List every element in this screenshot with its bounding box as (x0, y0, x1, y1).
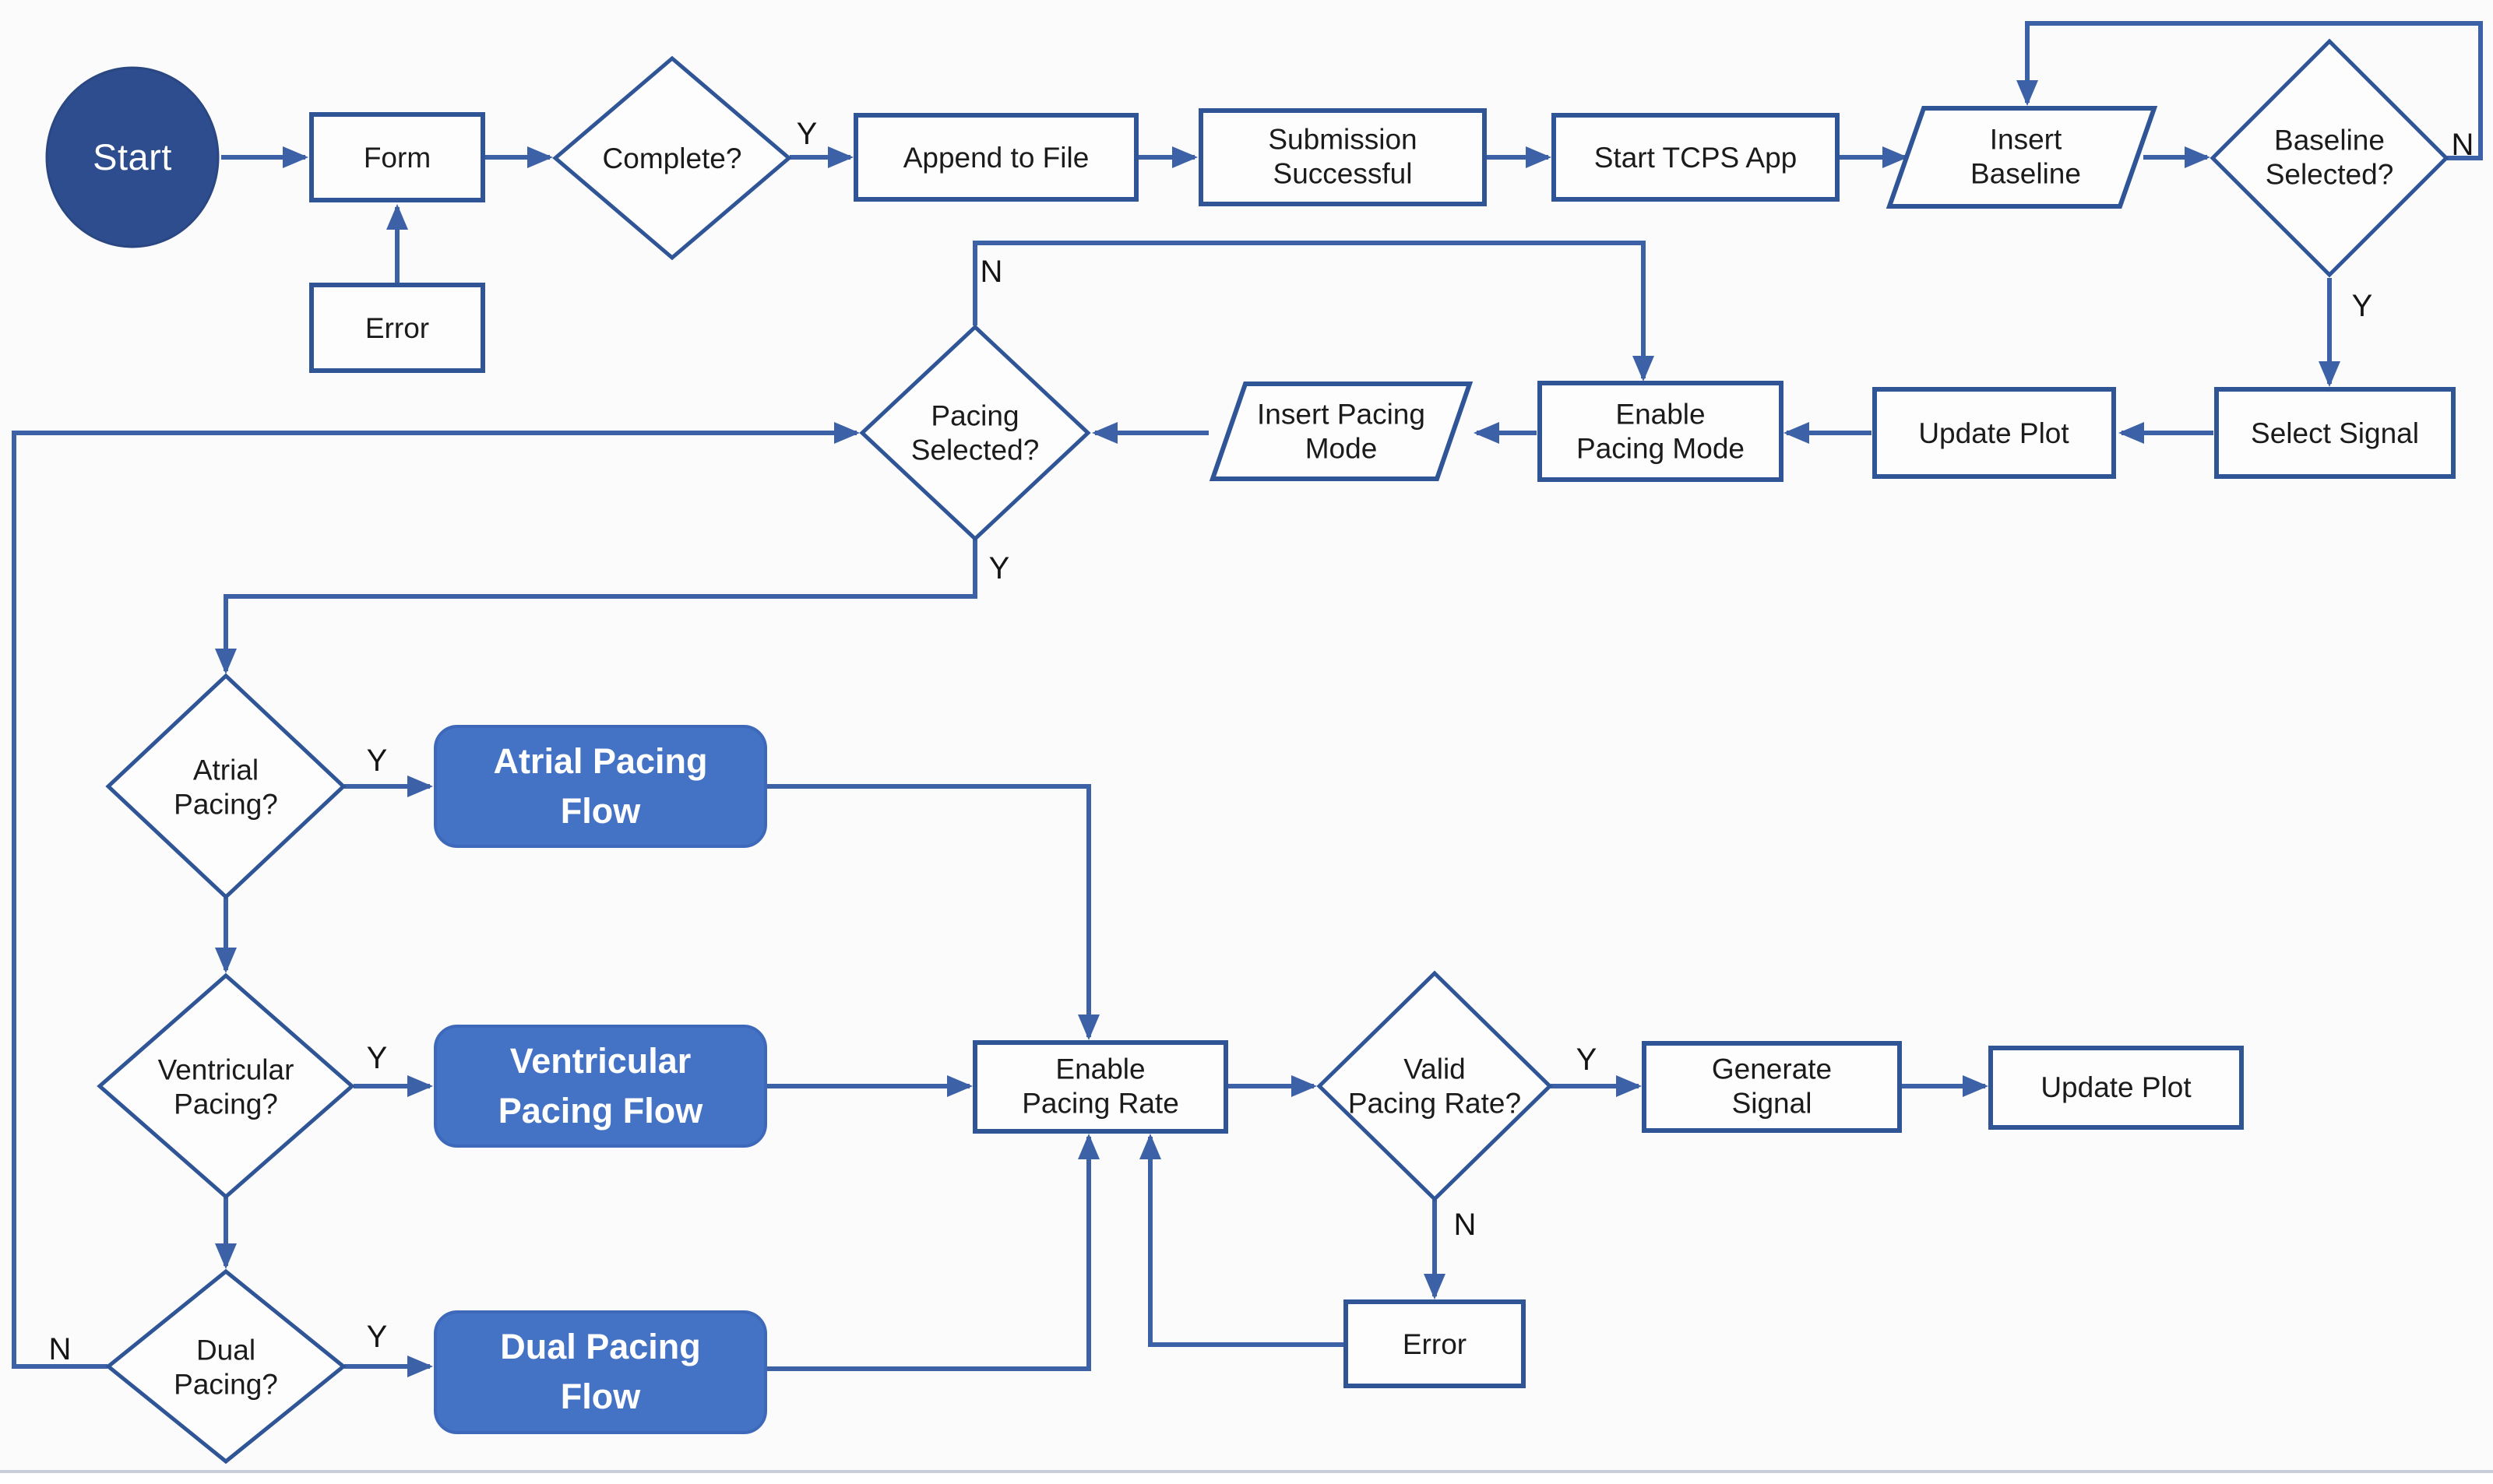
connector-baseline-no-loop (2016, 21, 2483, 160)
update-plot-1-node-shape (1872, 387, 2116, 479)
form-error-node-shape (309, 283, 485, 373)
ventricular-pacing-flow-node-shape (434, 1025, 767, 1148)
update-plot-2-node-shape (1988, 1046, 2244, 1130)
enable-pacing-rate-node-shape (973, 1040, 1228, 1134)
atrial-pacing-flow-node-shape (434, 725, 767, 848)
bottom-margin (0, 1473, 2493, 1484)
form-node-shape (309, 112, 485, 202)
connector-pacing-no-loop (973, 241, 1654, 382)
generate-signal-node-shape (1642, 1041, 1902, 1133)
dual-pacing-node-shape (105, 1268, 347, 1465)
rate-error-node-shape (1343, 1299, 1526, 1388)
connector-atrialflow-enablepacingrate (766, 784, 1100, 1040)
insert-baseline-node-shape (1886, 106, 2158, 209)
insert-pacing-mode-node-shape (1209, 382, 1474, 481)
connector-layer (12, 21, 2483, 1377)
atrial-pacing-node-shape (105, 673, 347, 900)
connector-error-enablepacingrate (1139, 1134, 1346, 1347)
submission-successful-node-shape (1199, 108, 1487, 206)
start-node-shape (45, 66, 220, 248)
complete-node-shape (552, 55, 792, 261)
enable-pacing-mode-node-shape (1537, 381, 1783, 482)
valid-pacing-rate-node-shape (1316, 970, 1553, 1202)
bottom-separator-line (0, 1470, 2493, 1474)
append-to-file-node-shape (854, 113, 1139, 202)
connector-dualflow-enablepacingrate (766, 1134, 1100, 1371)
pacing-selected-node-shape (859, 324, 1091, 542)
dual-pacing-flow-node-shape (434, 1310, 767, 1434)
ventricular-pacing-node-shape (97, 972, 355, 1200)
start-tcps-app-node-shape (1551, 113, 1840, 202)
connector-pacing-yes (215, 539, 977, 674)
connector-dual-no-loop (12, 422, 860, 1369)
baseline-selected-node-shape (2210, 38, 2449, 278)
node-layer (45, 38, 2456, 1465)
select-signal-node-shape (2214, 387, 2456, 479)
